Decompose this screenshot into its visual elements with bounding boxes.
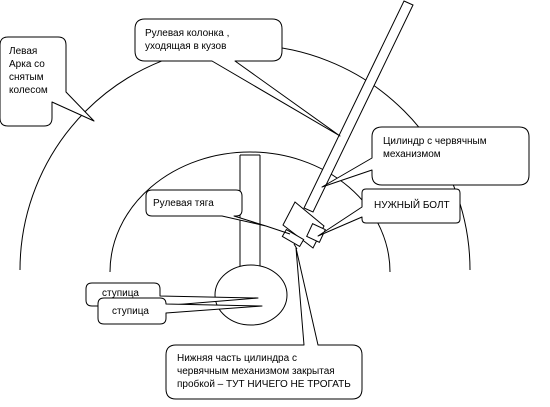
bolt-block [306, 223, 326, 243]
callout-needed-bolt [317, 188, 461, 237]
callout-lower-cylinder [165, 247, 363, 400]
hub-ellipse [214, 264, 288, 326]
lower-cylinder-label: Нижняя часть цилиндра с червячным механи… [177, 353, 351, 390]
callout-tie-rod [145, 189, 267, 227]
callout-left-arch [0, 36, 95, 127]
callout-steering-column [134, 18, 341, 137]
callout-hub-2 [97, 297, 263, 325]
worm-cylinder-label: Цилиндр с червячным механизмом [383, 136, 487, 160]
lower-plug [281, 228, 305, 248]
steering-column-shaft [303, 0, 414, 213]
needed-bolt-label: НУЖНЫЙ БОЛТ [374, 200, 450, 211]
callout-worm-cylinder [321, 126, 530, 188]
hub-1-label: ступица [102, 288, 139, 299]
hub-2-label: ступица [112, 306, 149, 317]
tie-rod-label: Рулевая тяга [153, 198, 214, 209]
tie-rod [265, 225, 291, 235]
steering-column-label: Рулевая колонка , уходящая в кузов [145, 28, 230, 52]
left-arch-label: Левая Арка со снятым колесом [9, 46, 48, 96]
